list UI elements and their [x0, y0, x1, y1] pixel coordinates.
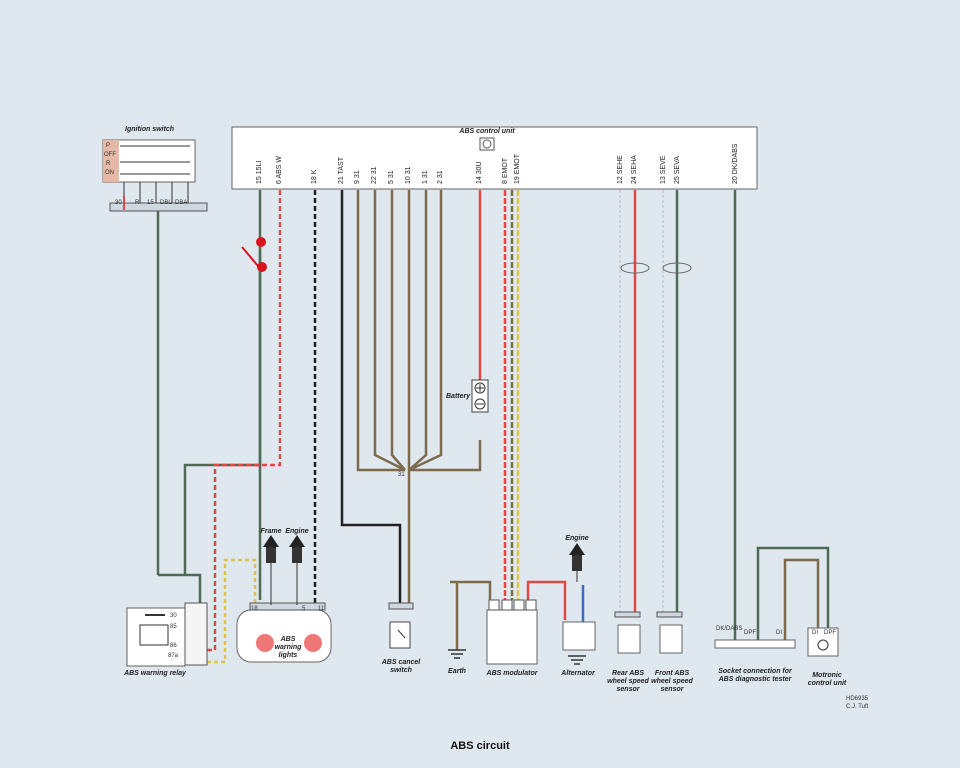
diag-socket-label: Socket connection for ABS diagnostic tes…: [718, 668, 792, 683]
abs-modulator-box: [486, 609, 538, 665]
relay-term-87a: 87a: [168, 653, 179, 659]
abs-modulator-label: ABS modulator: [486, 670, 538, 677]
abs-control-unit-box: [231, 126, 758, 190]
ign-term-dbl: DBL: [160, 200, 172, 206]
alternator-box: [562, 621, 596, 651]
marker-dot-lower: [257, 262, 267, 272]
ecu-pin-30u: 14 30U: [476, 161, 483, 184]
ign-pos-p: P: [106, 143, 111, 149]
ign-pos-on: ON: [105, 170, 114, 176]
ecu-pin-31-1: 1 31: [422, 170, 429, 184]
ecu-pin-emot-8: 8 EMOT: [502, 157, 509, 184]
light-pin-18: 18: [251, 606, 258, 612]
front-sensor-box: [659, 624, 683, 654]
ecu-pin-sehe: 12 SEHE: [617, 155, 624, 184]
ign-pos-off: OFF: [104, 152, 116, 158]
ecu-pin-31-9: 9 31: [354, 170, 361, 184]
diag-label-dpf: DPF: [744, 630, 756, 636]
ecu-pin-31-5: 5 31: [388, 170, 395, 184]
stamp-code: HD6935: [846, 696, 869, 702]
diag-socket-box: [714, 639, 796, 649]
stamp-author: C.J. Tuft: [846, 704, 869, 710]
ecu-pin-k: 18 K: [311, 169, 318, 184]
ign-pos-r: R: [106, 161, 111, 167]
frame-label: Frame: [260, 528, 282, 535]
abs-cancel-switch-symbol: [389, 621, 411, 649]
ecu-pin-tast: 21 TAST: [338, 157, 345, 184]
ecu-pin-seha: 24 SEHA: [631, 155, 638, 184]
engine-alt-label: Engine: [565, 535, 589, 542]
rear-sensor-label: Rear ABS wheel speed sensor: [607, 670, 649, 693]
ecu-pin-15li: 15 15LI: [256, 160, 263, 184]
front-sensor-label: Front ABS wheel speed sensor: [651, 670, 693, 693]
ecu-pin-dkdabs: 20 DK/DABS: [732, 143, 739, 184]
motronic-label-dpf: DPF: [824, 630, 836, 636]
abs-warning-relay-label: ABS warning relay: [124, 670, 186, 677]
relay-term-30: 30: [170, 613, 177, 619]
marker-dot-upper: [256, 237, 266, 247]
alternator-label: Alternator: [561, 670, 595, 677]
motronic-label-di: DI: [812, 630, 818, 636]
earth-label: Earth: [448, 668, 466, 675]
diag-label-dkdabs: DK/DABS: [716, 626, 743, 632]
battery-label: Battery: [446, 393, 471, 400]
ecu-pin-emot-19: 19 EMOT: [514, 154, 521, 184]
ecu-pin-31-2: 2 31: [437, 170, 444, 184]
ecu-pin-31-10: 10 31: [405, 166, 412, 184]
ecu-pin-seva: 25 SEVA: [674, 156, 681, 184]
abs-warning-lights-label: ABS warning lights: [274, 636, 302, 659]
ground-node-label: 31: [398, 472, 405, 478]
abs-control-unit-label: ABS control unit: [459, 128, 515, 135]
ign-term-15: 15: [147, 200, 154, 206]
diagram-caption: ABS circuit: [450, 740, 510, 752]
relay-term-86: 86: [170, 643, 177, 649]
ign-term-dba: DBA: [175, 200, 188, 206]
relay-term-85: 85: [170, 624, 177, 630]
light-pin-5: 5: [302, 606, 306, 612]
abs-warning-relay-box: [126, 607, 186, 667]
ecu-pin-seve: 13 SEVE: [660, 155, 667, 184]
ign-term-30: 30: [115, 200, 122, 206]
engine-label: Engine: [285, 528, 309, 535]
ecu-pin-31-22: 22 31: [371, 166, 378, 184]
abs-cancel-switch-label: ABS cancel switch: [381, 659, 421, 674]
motronic-box: [807, 627, 839, 657]
motronic-label: Motronic control unit: [807, 672, 847, 687]
ign-term-r: R: [135, 200, 140, 206]
ignition-switch-label: Ignition switch: [125, 126, 174, 133]
rear-sensor-box: [617, 624, 641, 654]
light-pin-11: 11: [318, 606, 325, 612]
ecu-pin-absw: 6 ABS W: [276, 155, 283, 184]
diag-label-di: DI: [776, 630, 782, 636]
